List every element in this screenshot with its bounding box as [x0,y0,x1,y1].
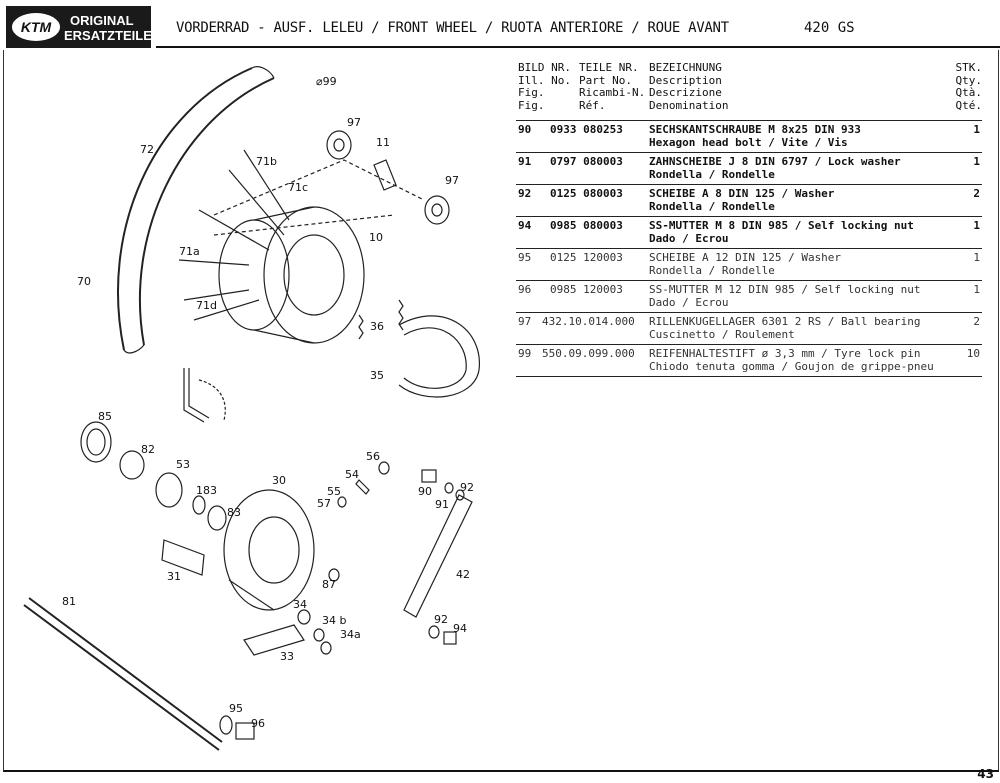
header-fig: BILD NR. Ill. No. Fig. Fig. [518,61,571,112]
callout-10: 10 [369,231,383,244]
row-qty: 1 [973,219,980,232]
header-qty: STK. Qty. Qtà. Qté. [955,61,983,112]
callout-97b: 97 [445,174,459,187]
callout-57: 57 [317,497,331,510]
ktm-logo: KTM ORIGINAL ERSATZTEILE [6,6,152,48]
model-label: 420 GS [804,20,855,36]
row-desc: SS-MUTTER M 12 DIN 985 / Self locking nu… [649,283,921,309]
callout-71c: 71c [288,181,308,194]
table-row: 92 0125 080003 SCHEIBE A 8 DIN 125 / Was… [516,184,982,216]
callout-91: 91 [435,498,449,511]
header-desc: BEZEICHNUNG Description Descrizione Deno… [649,61,729,112]
callout-55: 55 [327,485,341,498]
callout-87: 87 [322,578,336,591]
row-fig: 91 [518,155,532,168]
row-fig: 90 [518,123,532,136]
parts-table: BILD NR. Ill. No. Fig. Fig. TEILE NR. Pa… [516,61,983,377]
row-part: 0985 080003 [550,219,623,232]
table-row: 91 0797 080003 ZAHNSCHEIBE J 8 DIN 6797 … [516,152,982,184]
row-qty: 10 [966,347,980,360]
page-number: 43 [977,767,994,781]
callout-34a: 34a [340,628,361,641]
callout-34b: 34 b [322,614,346,627]
header-part: TEILE NR. Part No. Ricambi-N. Réf. [579,61,646,112]
callout-35: 35 [370,369,384,382]
table-row: 95 0125 120003 SCHEIBE A 12 DIN 125 / Wa… [516,248,982,280]
callout-90: 90 [418,485,432,498]
callout-96: 96 [251,717,265,730]
callout-92a: 92 [460,481,474,494]
row-part: 432.10.014.000 [542,315,635,328]
callout-72: 72 [140,143,154,156]
callout-54: 54 [345,468,359,481]
table-row: 97 432.10.014.000 RILLENKUGELLAGER 6301 … [516,312,982,344]
callout-31: 31 [167,570,181,583]
callout-71a: 71a [179,245,200,258]
exploded-diagram: ⌀99 97 11 72 71b 71c 97 10 71a 70 71d 36… [23,66,480,751]
callout-53: 53 [176,458,190,471]
row-qty: 1 [973,123,980,136]
callout-92b: 92 [434,613,448,626]
row-fig: 99 [518,347,532,360]
callout-33: 33 [280,650,294,663]
table-row: 94 0985 080003 SS-MUTTER M 8 DIN 985 / S… [516,216,982,248]
callout-81: 81 [62,595,76,608]
row-desc: SS-MUTTER M 8 DIN 985 / Self locking nut… [649,219,914,245]
logo-line-2: ERSATZTEILE [64,28,152,43]
callout-30: 30 [272,474,286,487]
callout-183: 183 [196,484,217,497]
row-qty: 1 [973,251,980,264]
header: VORDERRAD - AUSF. LELEU / FRONT WHEEL / … [156,6,1000,48]
callout-71d: 71d [196,299,217,312]
row-qty: 2 [973,315,980,328]
row-desc: SECHSKANTSCHRAUBE M 8x25 DIN 933 Hexagon… [649,123,861,149]
row-part: 0985 120003 [550,283,623,296]
ktm-badge: KTM [12,13,60,41]
row-fig: 96 [518,283,532,296]
row-part: 0125 080003 [550,187,623,200]
row-qty: 1 [973,155,980,168]
callout-85: 85 [98,410,112,423]
callout-11: 11 [376,136,390,149]
callout-83: 83 [227,506,241,519]
logo-line-1: ORIGINAL [70,13,134,28]
row-qty: 2 [973,187,980,200]
row-fig: 97 [518,315,532,328]
table-row: 96 0985 120003 SS-MUTTER M 12 DIN 985 / … [516,280,982,312]
table-header: BILD NR. Ill. No. Fig. Fig. TEILE NR. Pa… [516,61,983,120]
row-fig: 95 [518,251,532,264]
callout-71b: 71b [256,155,277,168]
row-part: 550.09.099.000 [542,347,635,360]
row-fig: 94 [518,219,532,232]
row-part: 0125 120003 [550,251,623,264]
callout-82: 82 [141,443,155,456]
callout-56: 56 [366,450,380,463]
callout-36: 36 [370,320,384,333]
table-row: 90 0933 080253 SECHSKANTSCHRAUBE M 8x25 … [516,120,982,152]
callout-94: 94 [453,622,467,635]
row-part: 0797 080003 [550,155,623,168]
row-desc: SCHEIBE A 8 DIN 125 / Washer Rondella / … [649,187,835,213]
page-title: VORDERRAD - AUSF. LELEU / FRONT WHEEL / … [176,20,729,36]
callout-99: ⌀99 [316,75,337,88]
callout-42: 42 [456,568,470,581]
callout-34: 34 [293,598,307,611]
row-desc: RILLENKUGELLAGER 6301 2 RS / Ball bearin… [649,315,921,341]
callout-97a: 97 [347,116,361,129]
row-part: 0933 080253 [550,123,623,136]
page-frame [3,50,999,772]
row-desc: ZAHNSCHEIBE J 8 DIN 6797 / Lock washer R… [649,155,901,181]
row-desc: SCHEIBE A 12 DIN 125 / Washer Rondella /… [649,251,842,277]
row-desc: REIFENHALTESTIFT ø 3,3 mm / Tyre lock pi… [649,347,934,373]
row-qty: 1 [973,283,980,296]
table-row: 99 550.09.099.000 REIFENHALTESTIFT ø 3,3… [516,344,982,377]
callout-95: 95 [229,702,243,715]
callout-70: 70 [77,275,91,288]
row-fig: 92 [518,187,532,200]
